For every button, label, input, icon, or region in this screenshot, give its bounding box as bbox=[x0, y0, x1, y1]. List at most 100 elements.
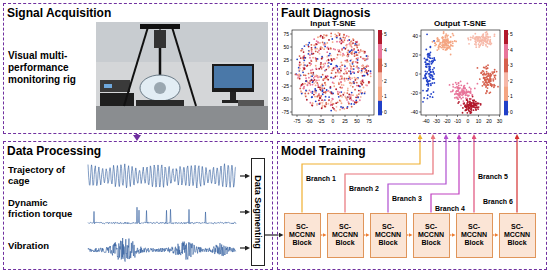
scatter-point bbox=[433, 73, 435, 75]
scatter-point bbox=[462, 100, 464, 102]
scatter-point bbox=[361, 70, 363, 72]
flow-arrow bbox=[136, 134, 139, 135]
scatter-point bbox=[427, 54, 429, 56]
scatter-point bbox=[357, 54, 359, 56]
scatter-point bbox=[482, 42, 484, 44]
scatter-point bbox=[297, 77, 299, 79]
scatter-point bbox=[346, 35, 348, 37]
scatter-point bbox=[344, 37, 346, 39]
scatter-point bbox=[490, 74, 492, 76]
block-label: SC-MCCNN Block bbox=[457, 223, 492, 247]
scatter-point bbox=[336, 35, 338, 37]
scatter-point bbox=[473, 100, 475, 102]
scatter-point bbox=[427, 53, 429, 55]
scatter-point bbox=[328, 99, 330, 101]
scatter-point bbox=[425, 66, 427, 68]
scatter-point bbox=[362, 80, 364, 82]
scatter-point bbox=[484, 74, 486, 76]
scatter-point bbox=[332, 98, 334, 100]
scatter-point bbox=[339, 109, 341, 111]
scatter-point bbox=[457, 102, 459, 104]
scatter-point bbox=[305, 80, 307, 82]
scatter-point bbox=[353, 81, 355, 83]
base-plate bbox=[136, 100, 184, 106]
scatter-point bbox=[439, 43, 441, 45]
scatter-point bbox=[424, 74, 426, 76]
scatter-point bbox=[431, 82, 433, 84]
colorbar-segment bbox=[504, 87, 508, 101]
scatter-point bbox=[303, 74, 305, 76]
scatter-point bbox=[488, 75, 490, 77]
signal-waveform bbox=[88, 164, 236, 188]
scatter-point bbox=[321, 83, 323, 85]
scatter-point bbox=[477, 108, 479, 110]
scatter-point bbox=[432, 69, 434, 71]
scatter-point bbox=[424, 75, 426, 77]
scatter-point bbox=[346, 99, 348, 101]
scatter-point bbox=[437, 46, 439, 48]
scatter-point bbox=[370, 75, 372, 77]
scatter-point bbox=[470, 92, 472, 94]
scatter-point bbox=[296, 58, 298, 60]
scatter-point bbox=[317, 41, 319, 43]
scatter-point bbox=[320, 102, 322, 104]
scatter-point bbox=[344, 80, 346, 82]
scatter-point bbox=[434, 45, 436, 47]
scatter-point bbox=[315, 90, 317, 92]
scatter-point bbox=[311, 53, 313, 55]
scatter-point bbox=[478, 43, 480, 45]
scatter-point bbox=[459, 88, 461, 90]
scatter-point bbox=[430, 71, 432, 73]
scatter-point bbox=[318, 94, 320, 96]
scatter-point bbox=[476, 104, 478, 106]
scatter-point bbox=[497, 86, 499, 88]
scatter-point bbox=[434, 42, 436, 44]
axis-tick-label: 20 bbox=[404, 52, 418, 58]
scatter-point bbox=[317, 86, 319, 88]
scatter-point bbox=[472, 106, 474, 108]
scatter-point bbox=[349, 42, 351, 44]
instrument-display bbox=[104, 84, 112, 88]
scatter-point bbox=[495, 74, 497, 76]
scatter-point bbox=[325, 76, 327, 78]
scatter-point bbox=[322, 36, 324, 38]
scatter-point bbox=[332, 103, 334, 105]
scatter-point bbox=[474, 88, 476, 90]
scatter-point bbox=[489, 36, 491, 38]
scatter-point bbox=[468, 110, 470, 112]
flow-arrow bbox=[364, 234, 366, 235]
scatter-point bbox=[363, 87, 365, 89]
axis-tick-mark bbox=[321, 115, 322, 117]
scatter-point bbox=[494, 33, 496, 35]
scatter-point bbox=[456, 83, 458, 85]
scatter-point bbox=[340, 70, 342, 72]
scatter-point bbox=[429, 55, 431, 57]
spindle bbox=[159, 48, 162, 78]
scatter-point bbox=[471, 37, 473, 39]
scatter-point bbox=[483, 67, 485, 69]
scatter-point bbox=[361, 65, 363, 67]
scatter-point bbox=[356, 67, 358, 69]
scatter-point bbox=[460, 98, 462, 100]
scatter-point bbox=[445, 44, 447, 46]
scatter-point bbox=[473, 100, 475, 102]
scatter-point bbox=[469, 87, 471, 89]
scatter-point bbox=[363, 75, 365, 77]
axis-tick-mark bbox=[489, 115, 490, 117]
scatter-point bbox=[448, 42, 450, 44]
scatter-point bbox=[477, 67, 479, 69]
scatter-point bbox=[351, 47, 353, 49]
scatter-point bbox=[301, 48, 303, 50]
scatter-point bbox=[315, 58, 317, 60]
axis-tick-label: 40 bbox=[404, 33, 418, 39]
scatter-point bbox=[329, 91, 331, 93]
scatter-point bbox=[303, 87, 305, 89]
scatter-point bbox=[303, 55, 305, 57]
scatter-point bbox=[320, 62, 322, 64]
instrument bbox=[100, 80, 130, 92]
scatter-point bbox=[348, 51, 350, 53]
scatter-point bbox=[462, 107, 464, 109]
scatter-point bbox=[468, 104, 470, 106]
scatter-point bbox=[493, 86, 495, 88]
